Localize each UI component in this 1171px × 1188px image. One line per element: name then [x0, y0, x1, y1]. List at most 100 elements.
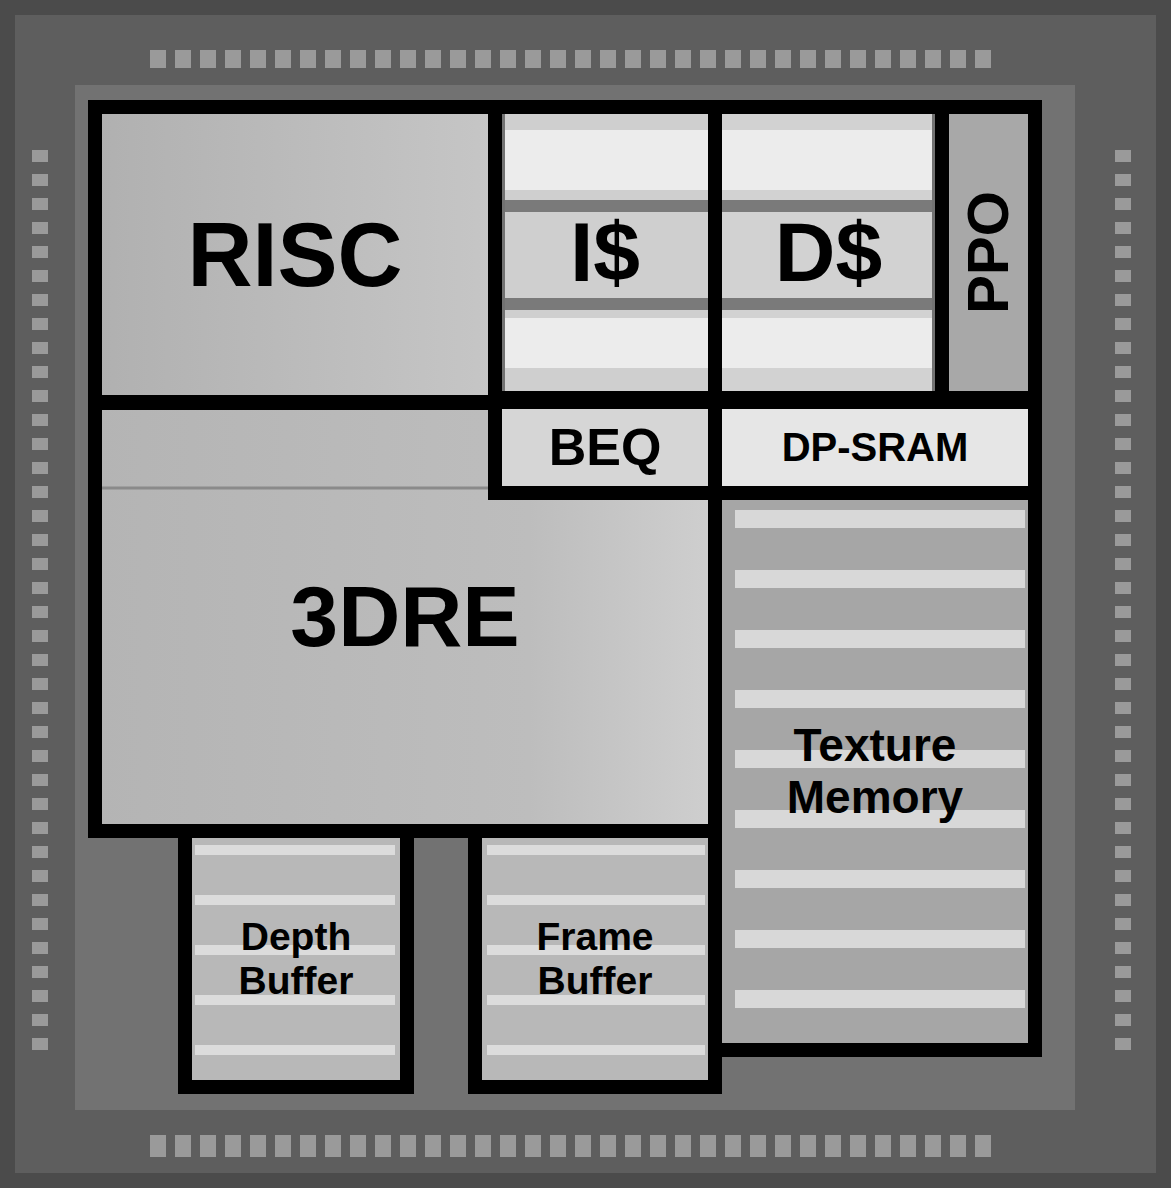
bond-pad [675, 50, 691, 68]
bond-pad [32, 1038, 48, 1050]
bond-pad [1115, 438, 1131, 450]
bond-pad [250, 1135, 266, 1157]
bond-pad [225, 50, 241, 68]
bond-pad [1115, 630, 1131, 642]
bond-pad [650, 50, 666, 68]
bond-pad [32, 798, 48, 810]
bond-pad [325, 1135, 341, 1157]
block-label: BEQ [549, 418, 662, 476]
bond-pad [1115, 870, 1131, 882]
bond-pad [32, 438, 48, 450]
block-label: PPO [956, 191, 1021, 314]
bond-pad [1115, 462, 1131, 474]
bond-pad [625, 50, 641, 68]
bond-pad [550, 1135, 566, 1157]
bond-pad [325, 50, 341, 68]
bond-pad [32, 174, 48, 186]
bond-pad [32, 246, 48, 258]
memory-stripe [195, 845, 395, 855]
bond-pad [32, 390, 48, 402]
bond-pad [1115, 222, 1131, 234]
bond-pad [1115, 702, 1131, 714]
bond-pad [32, 822, 48, 834]
bond-pad [32, 702, 48, 714]
bond-pad [1115, 822, 1131, 834]
bond-pad [32, 198, 48, 210]
bond-pad [975, 1135, 991, 1157]
bond-pad [1115, 270, 1131, 282]
bond-pad [475, 1135, 491, 1157]
bond-pad [1115, 342, 1131, 354]
bond-pad [975, 50, 991, 68]
bond-pad [32, 750, 48, 762]
block-label: Depth Buffer [192, 915, 400, 1002]
texture-memory-block: Texture Memory [708, 486, 1042, 1057]
bond-pad [350, 50, 366, 68]
bond-pad [32, 366, 48, 378]
bond-pad [425, 50, 441, 68]
bond-pad [32, 342, 48, 354]
beq-fill [495, 405, 715, 493]
bond-pad [150, 1135, 166, 1157]
block-label: Texture Memory [722, 720, 1028, 823]
bond-pad [550, 50, 566, 68]
dcache-fill [720, 107, 932, 397]
bond-pad [300, 50, 316, 68]
bond-pad [1115, 1014, 1131, 1026]
cache-block: I$ [488, 100, 722, 405]
bond-pad [32, 726, 48, 738]
bond-pad [275, 50, 291, 68]
bond-pad [32, 558, 48, 570]
bond-pad [625, 1135, 641, 1157]
bond-pad [32, 582, 48, 594]
bond-pad [1115, 990, 1131, 1002]
bond-pad [900, 50, 916, 68]
texture-fill [720, 497, 1035, 1052]
bond-pad [1115, 414, 1131, 426]
bond-pad [900, 1135, 916, 1157]
bond-pad [32, 894, 48, 906]
bond-pad [825, 50, 841, 68]
bond-pad [1115, 726, 1131, 738]
bond-pad [1115, 294, 1131, 306]
bond-pad [200, 1135, 216, 1157]
bond-pad [32, 270, 48, 282]
queue-block: BEQ [488, 395, 722, 500]
bond-pad [675, 1135, 691, 1157]
bond-pad [32, 966, 48, 978]
bond-pad [32, 486, 48, 498]
bond-pad [700, 50, 716, 68]
bond-pad [525, 50, 541, 68]
bond-pad [750, 1135, 766, 1157]
bond-pad [500, 50, 516, 68]
bond-pad [150, 50, 166, 68]
bond-pad [825, 1135, 841, 1157]
memory-stripe [487, 1045, 705, 1055]
frame-fill [477, 833, 715, 1088]
bond-pad [225, 1135, 241, 1157]
bond-pad [1115, 678, 1131, 690]
risc-fill [95, 107, 495, 402]
3dre-fill [95, 402, 715, 832]
depth-fill [185, 833, 405, 1088]
bond-pad [1115, 846, 1131, 858]
bond-pad [32, 654, 48, 666]
bond-pad [400, 50, 416, 68]
bond-pad [1115, 510, 1131, 522]
bond-pad [175, 1135, 191, 1157]
memory-stripe [735, 990, 1025, 1008]
bond-pad [32, 222, 48, 234]
bond-pad [600, 1135, 616, 1157]
bond-pad [1115, 534, 1131, 546]
ppo-fill [940, 107, 1035, 397]
memory-stripe [735, 510, 1025, 528]
memory-stripe [195, 1045, 395, 1055]
block-label: I$ [570, 205, 640, 299]
memory-stripe [735, 630, 1025, 648]
bond-pad [450, 1135, 466, 1157]
bond-pad [425, 1135, 441, 1157]
bond-pad [175, 50, 191, 68]
block-label: RISC [187, 205, 402, 306]
bond-pad [32, 510, 48, 522]
